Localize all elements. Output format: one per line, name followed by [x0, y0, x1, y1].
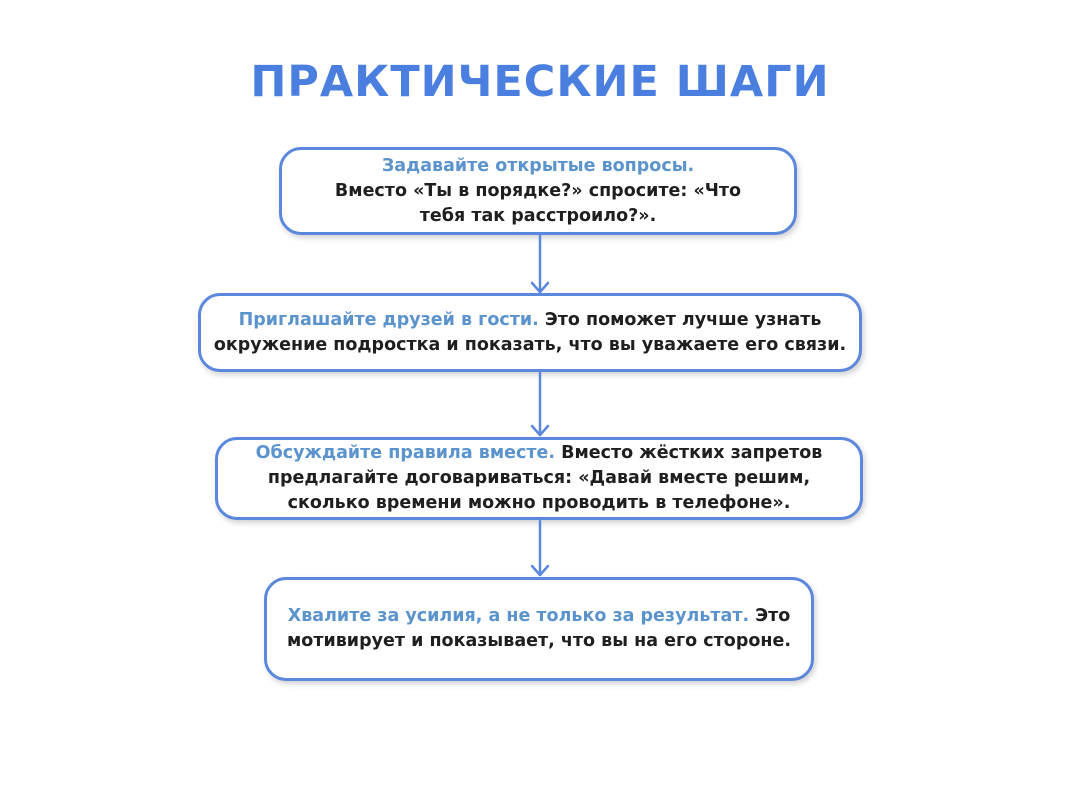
step-box-4: Хвалите за усилия, а не только за резуль…: [264, 577, 814, 681]
step-body-4: Это мотивирует и показывает, что вы на е…: [287, 606, 791, 651]
step-body-3: Вместо жёстких запретов предлагайте дого…: [267, 443, 823, 513]
step-text-4: Хвалите за усилия, а не только за резуль…: [279, 604, 799, 654]
step-lead-2: Приглашайте друзей в гости.: [238, 309, 539, 330]
step-text-2: Приглашайте друзей в гости. Это поможет …: [211, 308, 849, 358]
page-title: ПРАКТИЧЕСКИЕ ШАГИ: [250, 57, 830, 107]
step-body-1: Вместо «Ты в порядке?» спросите: «Что те…: [334, 180, 742, 226]
arrow-connector-3: [530, 519, 550, 577]
step-box-1: Задавайте открытые вопросы. Вместо «Ты в…: [279, 147, 797, 235]
step-box-2: Приглашайте друзей в гости. Это поможет …: [198, 293, 862, 372]
step-lead-3: Обсуждайте правила вместе.: [255, 443, 556, 463]
step-text-3: Обсуждайте правила вместе. Вместо жёстки…: [228, 441, 850, 516]
step-lead-4: Хвалите за усилия, а не только за резуль…: [287, 606, 750, 626]
arrow-connector-1: [530, 234, 550, 294]
step-lead-1: Задавайте открытые вопросы.: [381, 155, 695, 176]
step-body-2: Это поможет лучше узнать окружение подро…: [213, 309, 847, 355]
arrow-connector-2: [530, 371, 550, 437]
step-box-3: Обсуждайте правила вместе. Вместо жёстки…: [215, 437, 863, 520]
step-text-1: Задавайте открытые вопросы. Вместо «Ты в…: [298, 154, 778, 229]
